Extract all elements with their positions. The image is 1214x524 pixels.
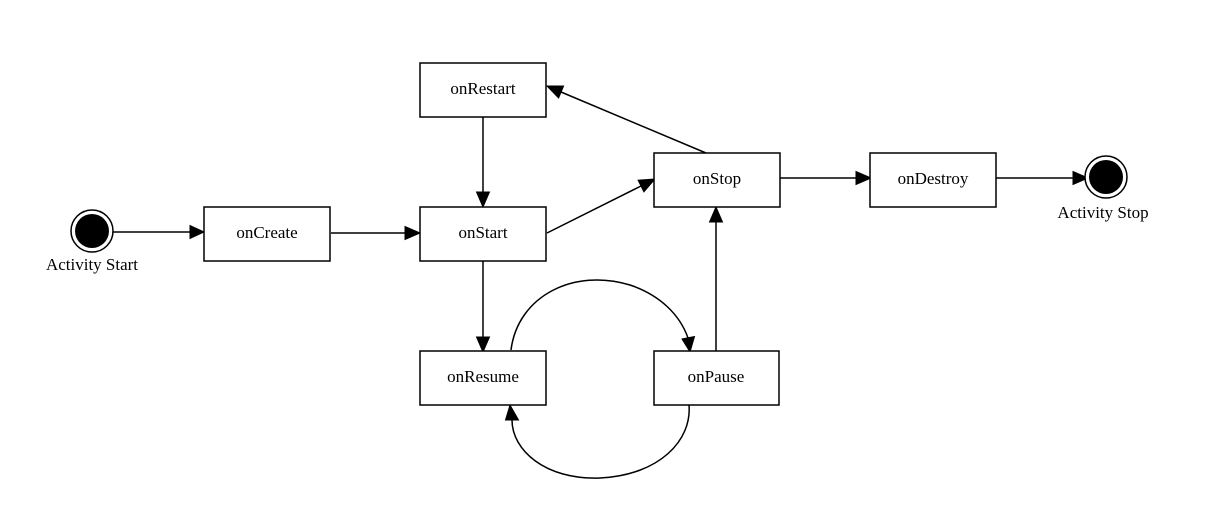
node-onresume-label: onResume xyxy=(447,367,519,386)
node-oncreate: onCreate xyxy=(203,206,331,262)
node-onresume: onResume xyxy=(419,350,547,406)
edge-onpause-to-onresume xyxy=(504,403,690,479)
node-onstart: onStart xyxy=(419,206,547,262)
start-state: Activity Start xyxy=(46,209,138,274)
edge-onrestart-to-onstart xyxy=(475,117,491,209)
node-onrestart: onRestart xyxy=(419,62,547,118)
edge-start-to-oncreate xyxy=(113,224,206,240)
edge-onstart-to-onstop xyxy=(546,178,657,234)
node-onpause: onPause xyxy=(653,350,780,406)
edge-onstop-to-ondestroy xyxy=(780,170,873,186)
node-onpause-label: onPause xyxy=(688,367,745,386)
edge-ondestroy-to-stop xyxy=(996,170,1090,186)
edge-oncreate-to-onstart xyxy=(331,225,422,241)
start-state-dot-icon xyxy=(75,214,109,248)
stop-state: Activity Stop xyxy=(1057,155,1149,222)
node-ondestroy: onDestroy xyxy=(869,152,997,208)
node-onstop: onStop xyxy=(653,152,781,208)
edges xyxy=(113,85,1090,479)
node-onstart-label: onStart xyxy=(458,223,507,242)
node-onstop-label: onStop xyxy=(693,169,741,188)
edge-onstop-to-onrestart xyxy=(545,85,707,154)
start-state-label: Activity Start xyxy=(46,255,138,274)
stop-state-label: Activity Stop xyxy=(1057,203,1148,222)
edge-onpause-to-onstop xyxy=(708,205,724,351)
edge-onresume-to-onpause xyxy=(510,279,696,354)
node-oncreate-label: onCreate xyxy=(236,223,297,242)
edge-onstart-to-onresume xyxy=(475,261,491,354)
node-onrestart-label: onRestart xyxy=(450,79,515,98)
stop-state-dot-icon xyxy=(1089,160,1123,194)
node-ondestroy-label: onDestroy xyxy=(898,169,969,188)
